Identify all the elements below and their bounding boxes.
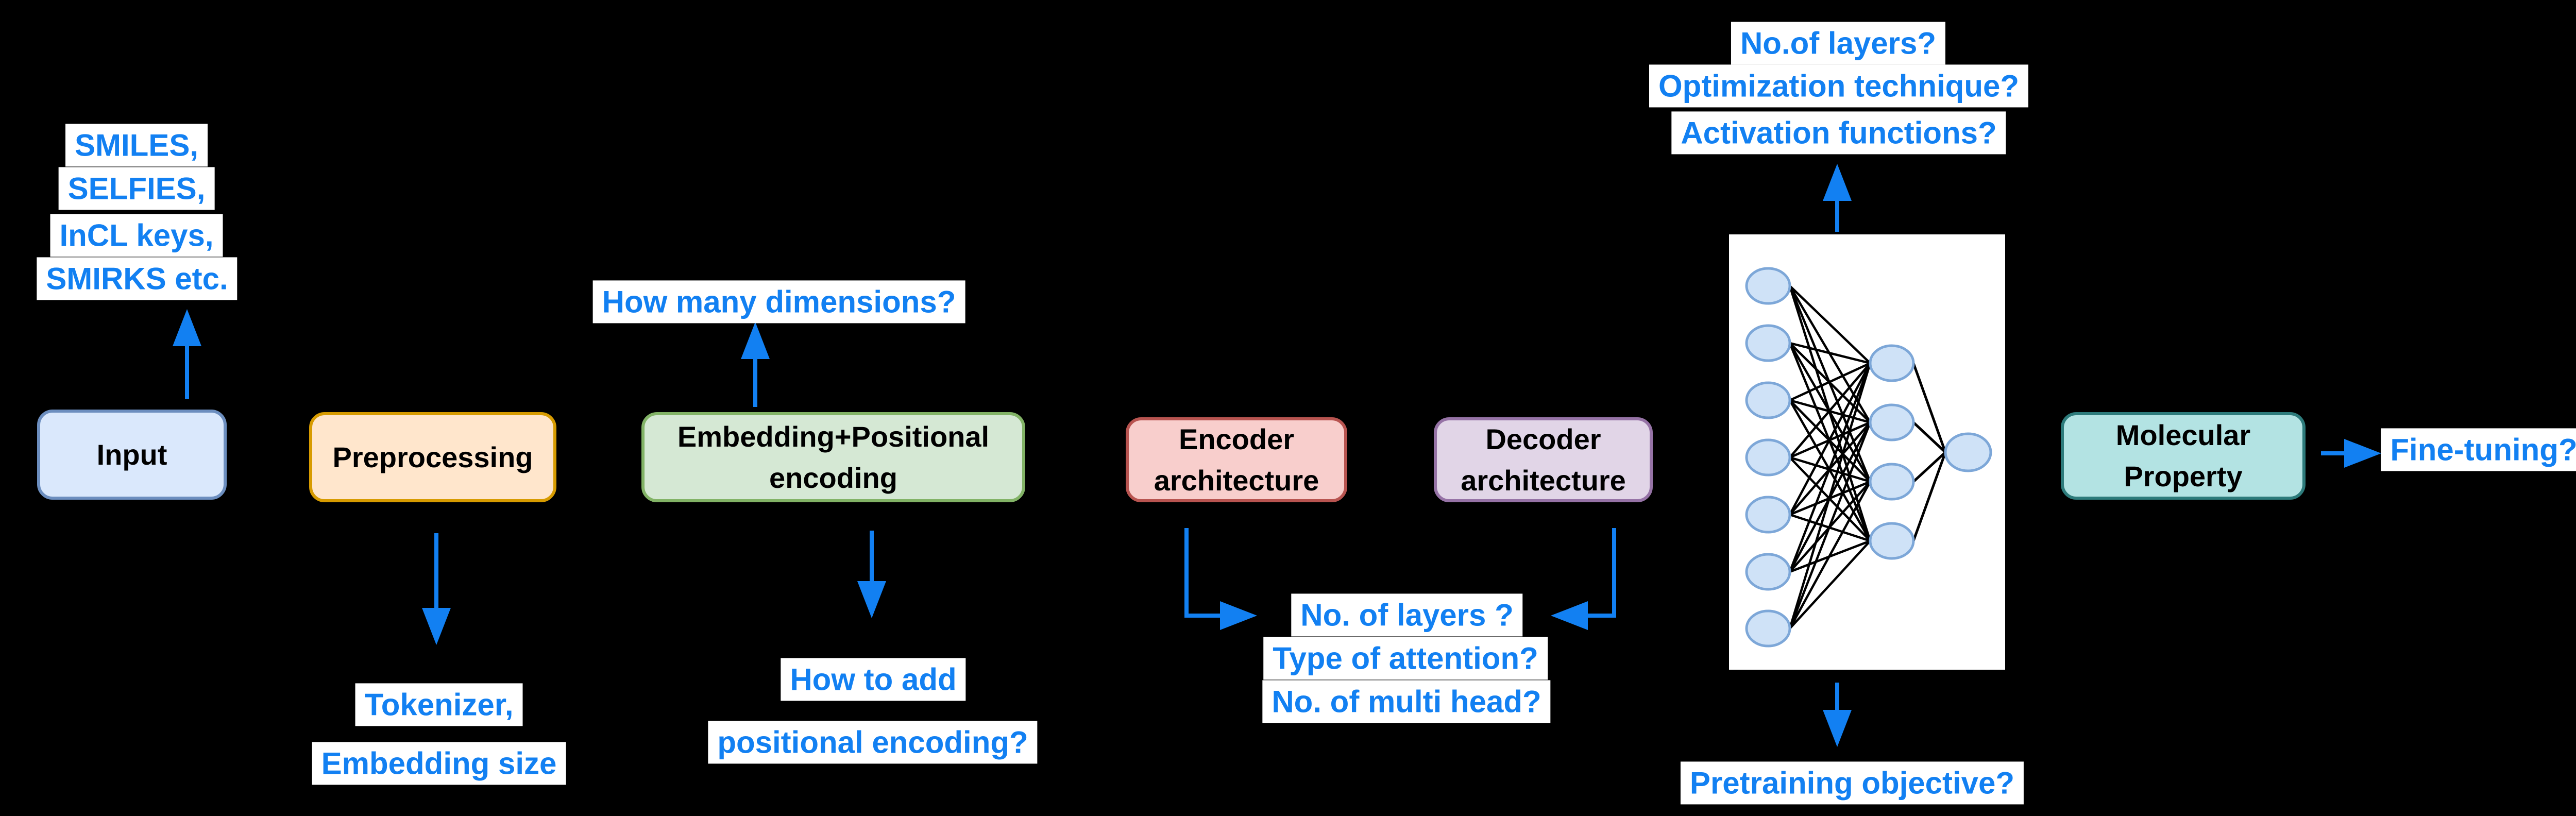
- arrow-encoder-elbow: [1184, 528, 1257, 630]
- box-input-label: Input: [96, 438, 167, 471]
- nn-edge: [1912, 363, 1947, 453]
- nn-edge: [1789, 362, 1871, 402]
- box-embedding-positional-encoding: Embedding+Positional encoding: [641, 412, 1025, 502]
- box-molecular-label-line2: Property: [2124, 460, 2243, 492]
- label-embedding-size: Embedding size: [312, 742, 566, 785]
- nn-node: [1745, 496, 1791, 534]
- box-encoder-label-line2: architecture: [1154, 464, 1319, 497]
- label-input-format-incl-keys: InCL keys,: [50, 214, 223, 257]
- label-nn-optimization-technique: Optimization technique?: [1649, 64, 2028, 108]
- nn-node: [1745, 267, 1791, 305]
- label-input-format-selfies: SELFIES,: [58, 167, 215, 210]
- nn-node: [1745, 609, 1791, 648]
- nn-edge: [1912, 421, 1946, 453]
- arrow-embedding-down: [857, 531, 886, 618]
- nn-node: [1869, 403, 1915, 441]
- label-nn-no-of-layers: No.of layers?: [1731, 22, 1946, 65]
- box-input: Input: [37, 410, 227, 500]
- nn-edge: [1788, 363, 1872, 629]
- box-preprocessing-label: Preprocessing: [332, 440, 533, 473]
- nn-node: [1869, 344, 1915, 382]
- nn-edge: [1789, 342, 1871, 365]
- label-how-many-dimensions: How many dimensions?: [592, 280, 965, 324]
- arrow-network-down: [1823, 683, 1852, 747]
- label-type-of-attention: Type of attention?: [1263, 637, 1548, 680]
- arrow-input-up: [173, 309, 201, 399]
- nn-node: [1745, 438, 1791, 477]
- nn-edge: [1912, 451, 1946, 483]
- arrow-embedding-up: [741, 322, 770, 407]
- label-input-format-smiles: SMILES,: [65, 124, 208, 167]
- nn-edge: [1789, 362, 1871, 516]
- box-molecular-property: Molecular Property: [2061, 412, 2306, 500]
- label-pretraining-objective: Pretraining objective?: [1680, 761, 2024, 805]
- box-decoder-architecture: Decoder architecture: [1434, 417, 1653, 502]
- nn-node: [1745, 324, 1791, 362]
- nn-edge: [1789, 362, 1871, 458]
- box-molecular-label-line1: Molecular: [2115, 419, 2251, 452]
- nn-edge: [1788, 363, 1872, 572]
- label-positional-encoding: positional encoding?: [708, 721, 1038, 764]
- nn-node: [1869, 522, 1915, 560]
- nn-node: [1944, 432, 1992, 472]
- box-preprocessing: Preprocessing: [309, 412, 556, 502]
- nn-node: [1869, 463, 1915, 501]
- box-decoder-label-line1: Decoder: [1485, 422, 1601, 455]
- nn-edge: [1788, 422, 1872, 629]
- nn-diagram: [1729, 234, 2005, 670]
- arrow-decoder-elbow: [1551, 528, 1616, 630]
- label-no-of-layers: No. of layers ?: [1291, 593, 1523, 637]
- box-embedding-label-line1: Embedding+Positional: [677, 420, 990, 453]
- nn-edge: [1789, 285, 1871, 364]
- box-encoder-label-line1: Encoder: [1178, 422, 1295, 455]
- arrow-network-up: [1823, 164, 1852, 232]
- box-decoder-label-line2: architecture: [1461, 464, 1626, 497]
- arrow-molecular-right: [2321, 439, 2381, 468]
- label-how-to-add: How to add: [781, 658, 966, 701]
- nn-node: [1745, 381, 1791, 419]
- nn-node: [1745, 553, 1791, 591]
- nn-edge: [1912, 452, 1947, 541]
- box-encoder-architecture: Encoder architecture: [1126, 417, 1347, 502]
- nn-edge: [1789, 540, 1871, 630]
- label-no-of-multi-head: No. of multi head?: [1262, 680, 1551, 723]
- box-embedding-label-line2: encoding: [769, 461, 897, 494]
- label-input-format-smirks: SMIRKS etc.: [37, 257, 238, 300]
- label-tokenizer: Tokenizer,: [355, 683, 523, 726]
- nn-edge: [1789, 481, 1871, 630]
- arrow-preprocessing-down: [422, 533, 451, 645]
- label-nn-activation-functions: Activation functions?: [1671, 111, 2006, 155]
- label-fine-tuning: Fine-tuning?: [2381, 428, 2576, 471]
